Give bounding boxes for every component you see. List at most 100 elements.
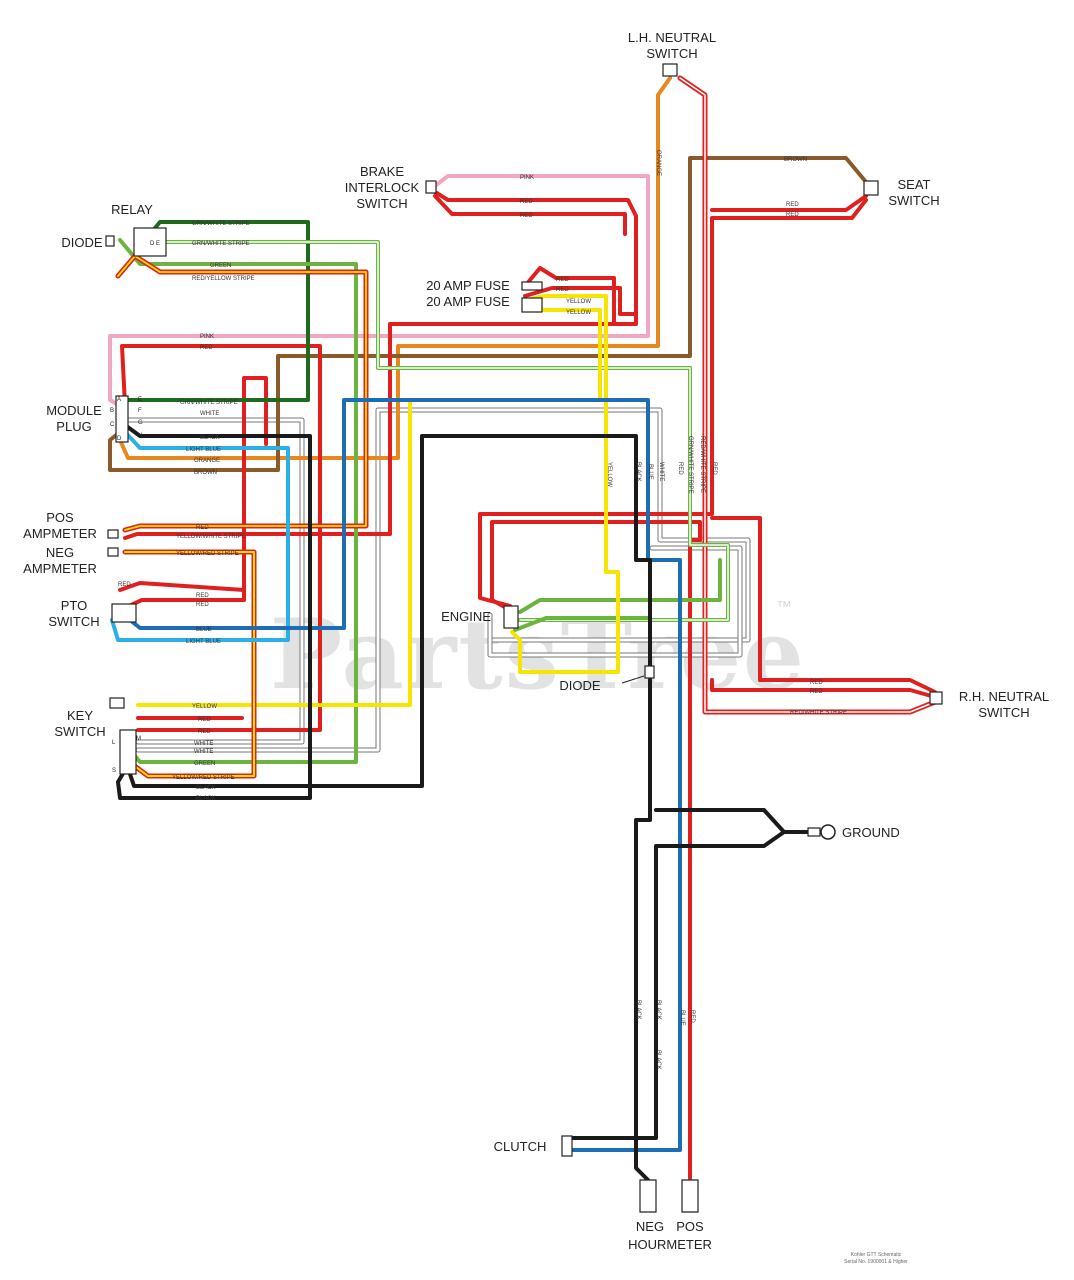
wire-label-white-key2: WHITE xyxy=(194,749,213,755)
wire-label-black-lower2: BLACK xyxy=(655,1000,661,1020)
engine-diode xyxy=(644,665,655,679)
wire-pink xyxy=(108,174,650,408)
module-plug-label-2: PLUG xyxy=(56,419,91,434)
wire-label-grn-white-mod: GRN/WHITE STRIPE xyxy=(180,400,238,406)
module-pin-b: B xyxy=(110,408,114,414)
brake-label-1: BRAKE xyxy=(360,164,404,179)
module-pins: A E B F C G D H L M S xyxy=(110,397,143,774)
brake-label-2: INTERLOCK xyxy=(345,180,420,195)
rh-neutral-label-2: SWITCH xyxy=(978,705,1029,720)
relay-diode-label: DIODE xyxy=(61,235,103,250)
wire-label-yellow-key: YELLOW xyxy=(192,704,217,710)
pos-ampmeter-label-2: AMPMETER xyxy=(23,526,97,541)
wire-orange xyxy=(118,76,672,460)
ground-lug xyxy=(807,827,821,837)
trademark: ™ xyxy=(776,599,792,616)
seat-switch-connector xyxy=(863,180,879,196)
wire-label-brown-mod: BROWN xyxy=(194,470,217,476)
wire-label-blue-pto: BLUE xyxy=(196,627,212,633)
wire-label-green-key: GREEN xyxy=(194,761,215,767)
key-label-2: SWITCH xyxy=(54,724,105,739)
wire-label-grn-white-1: GRN/WHITE STRIPE xyxy=(192,221,250,227)
footer-note-1: Kohler GTT Schematic xyxy=(851,1252,902,1258)
wire-label-red-rh2: RED xyxy=(810,689,823,695)
key-pin-m: M xyxy=(136,736,141,742)
ground-label: GROUND xyxy=(842,825,900,840)
wire-label-red-vert2: RED xyxy=(711,462,717,475)
wire-label-black-key2: BLACK xyxy=(196,796,216,802)
rh-neutral-switch-connector xyxy=(929,691,943,705)
wire-label-black-lower1: BLACK xyxy=(635,1000,641,1020)
wire-label-black-mod: BLACK xyxy=(200,435,220,441)
fuse-1 xyxy=(521,281,543,291)
wire-label-red-key1: RED xyxy=(198,717,211,723)
pos-ampmeter-label-1: POS xyxy=(46,510,74,525)
module-plug-label-1: MODULE xyxy=(46,403,102,418)
relay-pins: D E xyxy=(150,241,160,247)
wire-label-brown: BROWN xyxy=(784,157,807,163)
wire-label-redwhite-rh: RED/WHITE STRIPE xyxy=(790,710,847,716)
wire-label-yellow-fuse1: YELLOW xyxy=(566,299,591,305)
hourmeter-neg-label: NEG xyxy=(636,1219,664,1234)
wire-label-green: GREEN xyxy=(210,263,231,269)
wires xyxy=(108,75,938,1182)
red-wires xyxy=(118,190,937,1180)
brake-interlock-connector xyxy=(425,180,437,194)
wire-label-red-brake2: RED xyxy=(520,213,533,219)
wire-label-lightblue-pto: LIGHT BLUE xyxy=(186,639,221,645)
hourmeter-pos-label: POS xyxy=(676,1219,704,1234)
wire-label-black-key1: BLACK xyxy=(196,785,216,791)
relay-diode xyxy=(105,235,115,247)
neg-ampmeter-label-1: NEG xyxy=(46,545,74,560)
module-pin-c: C xyxy=(110,422,115,428)
engine-label: ENGINE xyxy=(441,609,491,624)
wire-label-red-fuse1: RED xyxy=(556,277,569,283)
wire-label-pink-mod: PINK xyxy=(200,334,214,340)
engine-diode-label: DIODE xyxy=(559,678,601,693)
rh-neutral-label-1: R.H. NEUTRAL xyxy=(959,689,1049,704)
module-pin-d: D xyxy=(117,436,122,442)
black-wires xyxy=(116,423,812,1182)
relay-label: RELAY xyxy=(111,202,153,217)
module-plug-connector xyxy=(115,395,129,443)
fuse2-label: 20 AMP FUSE xyxy=(426,294,510,309)
wire-label-red-seat2: RED xyxy=(786,212,799,218)
wire-label-yellowred-neg: YELLOW/RED STRIPE xyxy=(176,551,239,557)
wire-text-labels: ORANGE BROWN PINK RED RED RED RED GRN/WH… xyxy=(118,150,847,1070)
components: D E xyxy=(105,63,943,1213)
module-pin-g: G xyxy=(138,420,143,426)
wire-label-orange: ORANGE xyxy=(655,150,661,176)
wire-label-yellowwhite-pos: YELLOW/WHITE STRIPE xyxy=(176,534,245,540)
wire-label-red-pto2: RED xyxy=(196,602,209,608)
wire-label-red-pos: RED xyxy=(196,525,209,531)
key-pin-l: L xyxy=(112,740,116,746)
lh-neutral-label-2: SWITCH xyxy=(646,46,697,61)
brake-label-3: SWITCH xyxy=(356,196,407,211)
key-switch-connector xyxy=(119,729,137,775)
white-wires xyxy=(122,407,751,753)
wire-label-black-vert: BLACK xyxy=(635,462,641,482)
module-pin-a: A xyxy=(117,397,121,403)
hourmeter-pos-terminal xyxy=(681,1179,699,1213)
wire-label-red-rh1: RED xyxy=(810,680,823,686)
wire-label-white-vert: WHITE xyxy=(658,462,664,481)
wire-label-black-lower3: BLACK xyxy=(655,1050,661,1070)
wire-label-yellowred-key: YELLOW/RED STRIPE xyxy=(172,775,235,781)
neg-ampmeter-terminal xyxy=(107,547,119,557)
wire-label-red-vert: RED xyxy=(677,462,683,475)
wire-label-grn-white-vert: GRN/WHITE STRIPE xyxy=(687,436,693,494)
key-switch-yellow-terminal xyxy=(109,697,125,709)
seat-label-1: SEAT xyxy=(898,177,931,192)
module-pin-e: E xyxy=(138,397,142,403)
relay-body xyxy=(133,227,167,257)
wire-label-yellow-vert: YELLOW xyxy=(606,462,612,487)
wire-label-red-fuse2: RED xyxy=(556,287,569,293)
wire-label-orange-mod: ORANGE xyxy=(194,458,220,464)
wire-label-red-mod: RED xyxy=(200,345,213,351)
pos-ampmeter-terminal xyxy=(107,529,119,539)
fuse1-label: 20 AMP FUSE xyxy=(426,278,510,293)
wire-label-red-brake1: RED xyxy=(520,199,533,205)
wire-label-white-key1: WHITE xyxy=(194,741,213,747)
wire-label-white-mod: WHITE xyxy=(200,411,219,417)
